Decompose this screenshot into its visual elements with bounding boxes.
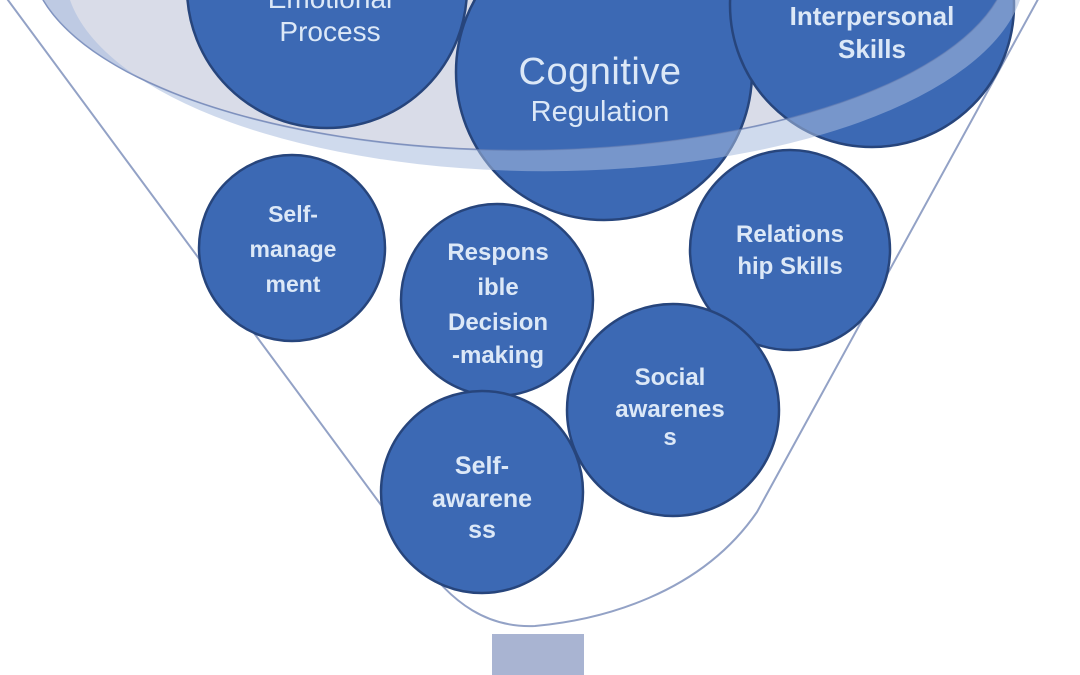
self-management-label-line: ment [266,271,321,297]
self-awareness-label-line: awarene [432,485,532,513]
cognitive-regulation-label-line: Regulation [531,96,670,128]
funnel-cone-outline [6,0,1039,628]
responsible-decision-making-label-line: ible [477,274,518,301]
social-awareness-circle [565,302,781,518]
self-awareness-label-line: Self- [455,452,509,480]
responsible-decision-making-label-line: Decision [448,309,548,336]
responsible-decision-making-label-line: -making [452,342,544,369]
circle-self-awareness: Self- awarene ss [379,389,585,595]
self-management-label-line: manage [250,236,337,262]
funnel-surface-overlay [43,0,1020,172]
relationship-skills-circle [688,148,892,352]
social-awareness-label-line: Social [635,364,706,391]
self-management-circle [197,153,387,343]
circle-cognitive-regulation: Cognitive Regulation [454,0,754,222]
circle-self-management: Self- manage ment [197,153,387,343]
responsible-decision-making-label-line: Respons [447,239,548,266]
self-awareness-circle [379,389,585,595]
funnel-surface-edge [42,0,998,152]
self-management-label-line: Self- [268,201,318,227]
interpersonal-skills-label-line: Interpersonal [790,1,955,31]
circle-interpersonal-skills: Interpersonal Skills [728,0,1016,149]
circle-emotional-process: Emotional Process [186,0,468,130]
relationship-skills-label-line: Relations [736,221,844,248]
self-awareness-label-line: ss [468,516,496,544]
relationship-skills-label-line: hip Skills [737,253,842,280]
emotional-process-circle [186,0,468,130]
social-awareness-label-line: awarenes [615,396,724,423]
emotional-process-label-line: Process [279,16,380,47]
circle-relationship-skills: Relations hip Skills [688,148,892,352]
social-awareness-label-line: s [663,424,676,451]
circle-responsible-decision-making: Respons ible Decision -making [399,202,595,398]
circle-social-awareness: Social awarenes s [565,302,781,518]
funnel-spout [492,634,584,675]
cognitive-regulation-label-line: Cognitive [519,51,682,93]
emotional-process-label-line: Emotional [268,0,393,14]
interpersonal-skills-label-line: Skills [838,34,906,64]
